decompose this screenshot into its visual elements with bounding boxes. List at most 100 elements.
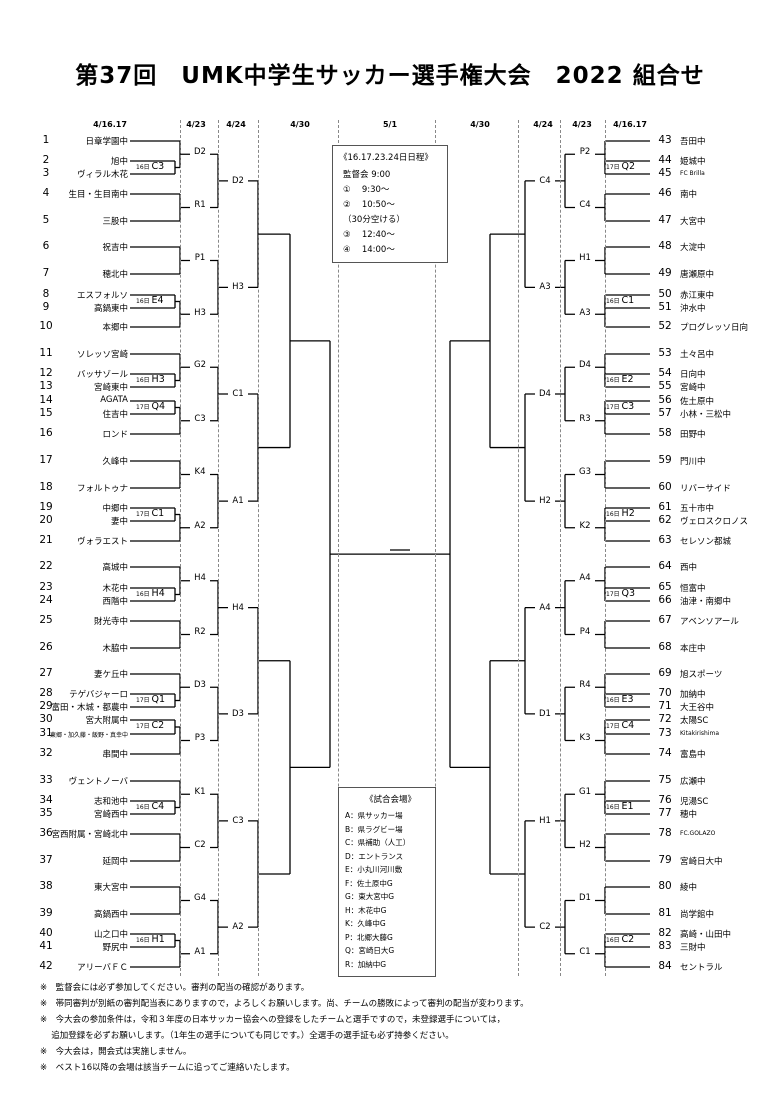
team-number: 2 [42,154,50,166]
match-day: 16日 [136,590,152,598]
team-name: FC.GOLAZO [680,830,716,837]
team-number: 68 [658,641,672,653]
venue-title: 《試合会場》 [365,795,417,805]
team-name: 富島中 [680,750,706,760]
match-day: 17日 [606,590,622,598]
team-name: 山之口中 [93,930,128,940]
match-code: Q1 [151,693,166,705]
first-round-label: 17日 C2 [136,720,164,731]
round-date-header: 4/30 [470,120,490,129]
team-number: 77 [658,807,672,819]
team-name: 赤江東中 [680,291,715,301]
note-line: ※ 監督会には必ず参加してください。審判の配当の確認があります。 [40,983,310,993]
team-name: 宮崎日大中 [680,857,723,867]
team-name: 旭中 [110,157,128,167]
team-name: 門川中 [680,457,706,467]
third-round-label: C2 [535,922,555,933]
team-number: 17 [39,454,53,466]
round-date-header: 4/16.17 [613,120,647,129]
second-round-label: R3 [575,413,595,424]
team-number: 63 [658,534,672,546]
team-name: 西中 [680,563,698,573]
match-code: C2 [151,720,165,731]
team-name: 財光寺中 [93,617,128,627]
team-name: Kitakirishima [680,730,720,737]
team-name: 祝吉中 [102,243,128,253]
first-round-label: 16日 C2 [606,934,634,945]
team-number: 34 [39,794,53,806]
team-name: 高鍋東中 [93,304,128,314]
team-number: 52 [658,320,672,332]
team-number: 16 [39,427,53,439]
second-round-label: A3 [575,307,595,318]
match-day: 17日 [606,163,622,171]
team-number: 18 [39,481,53,493]
team-number: 26 [39,641,53,653]
second-round-label: K1 [190,787,210,797]
match-day: 17日 [136,723,152,730]
column-divider [258,120,259,976]
match-code: H4 [151,587,165,599]
third-round-label: H2 [535,496,555,507]
schedule-line: ④ 14:00～ [343,245,395,255]
team-name: 宮崎東中 [93,383,128,393]
team-name: 田野中 [680,430,706,440]
team-name: 宮西附属・宮崎北中 [51,830,128,840]
note-line: ※ ベスト16以降の会場は該当チームに追ってご連絡いたします。 [40,1063,295,1073]
team-number: 37 [39,854,53,866]
second-round-label: R4 [575,680,595,690]
venue-line: H：木花中G [345,905,387,915]
team-number: 82 [658,927,672,939]
second-round-label: D2 [190,147,210,157]
team-name: 児湯SC [680,797,709,807]
team-name: 東大宮中 [93,883,128,893]
team-number: 22 [39,560,53,572]
match-code: E1 [621,800,634,812]
team-number: 79 [658,854,672,866]
match-code: H3 [151,373,165,385]
round-date-header: 4/23 [572,120,592,129]
team-number: 56 [658,394,672,406]
team-number: 41 [39,940,53,952]
first-round-label: 16日 H3 [136,374,165,385]
team-name: プログレッソ日向 [680,323,749,333]
second-round-label: G1 [575,787,595,797]
team-name: セントラル [680,963,723,973]
team-number: 71 [658,700,672,712]
venue-line: K：久峰中G [345,919,386,928]
first-round-label: 17日 Q4 [136,401,165,412]
column-divider [218,120,219,976]
second-round-label: G3 [575,467,595,477]
first-round-label: 16日 E2 [606,374,634,385]
team-number: 21 [39,534,53,546]
team-number: 47 [658,214,672,226]
team-number: 10 [39,320,53,332]
column-divider [560,120,561,976]
team-number: 4 [42,187,50,199]
venue-line: F：佐土原中G [345,878,393,888]
second-round-label: C2 [190,840,210,850]
first-round-label: 16日 E4 [136,295,164,306]
team-number: 57 [658,407,672,419]
team-name: 大王谷中 [680,703,715,713]
team-number: 5 [42,214,50,226]
team-name: 宮大附属中 [85,716,128,726]
second-round-label: K4 [190,467,210,477]
team-number: 24 [39,594,53,606]
team-name: 高城中 [102,563,128,573]
team-number: 83 [658,940,672,952]
match-code: H2 [621,507,635,519]
match-day: 16日 [606,510,622,518]
match-day: 16日 [606,936,622,944]
venue-line: C：県補助（人工） [345,838,411,847]
second-round-label: C1 [575,946,595,957]
team-number: 76 [658,794,672,806]
team-number: 73 [658,727,672,739]
note-line: ※ 帯同審判が別紙の審判配当表にありますので，よろしくお願いします。尚、チームの… [40,999,529,1009]
second-round-label: H3 [190,307,210,318]
team-number: 65 [658,581,672,593]
team-number: 49 [658,267,672,279]
team-name: 妻中 [110,517,128,527]
